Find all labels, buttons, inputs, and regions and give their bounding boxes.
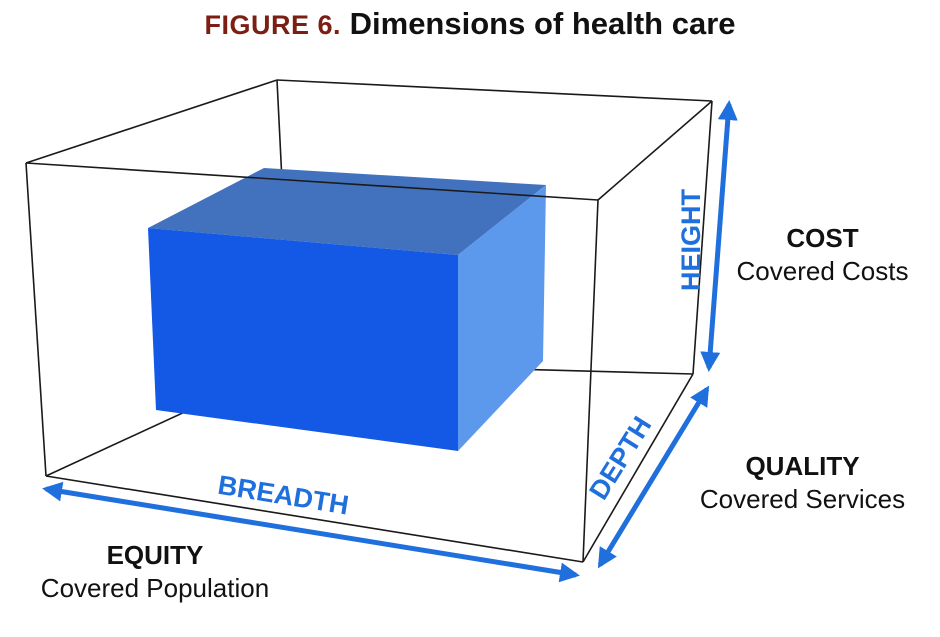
breadth-arrow [42,481,580,583]
depth-arrow [597,385,710,569]
figure-title: FIGURE 6. Dimensions of health care [0,4,940,45]
cost-dimension-label: COST Covered Costs [720,222,925,288]
breadth-axis-label: BREADTH [216,470,351,521]
box-front-face [148,228,458,451]
cost-heading: COST [786,223,859,253]
equity-subtitle: Covered Population [40,573,270,603]
equity-dimension-label: EQUITY Covered Population [10,539,300,605]
quality-heading: QUALITY [745,451,860,481]
health-care-coverage-box [148,168,546,451]
box-side-face [458,185,546,451]
height-arrow [700,100,738,372]
figure-title-text: Dimensions of health care [349,6,736,41]
quality-dimension-label: QUALITY Covered Services [680,450,925,516]
figure-number: FIGURE 6. [204,10,341,40]
quality-subtitle: Covered Services [699,484,906,514]
cost-subtitle: Covered Costs [736,256,909,286]
height-axis-label: HEIGHT [676,188,706,291]
equity-heading: EQUITY [106,540,204,570]
